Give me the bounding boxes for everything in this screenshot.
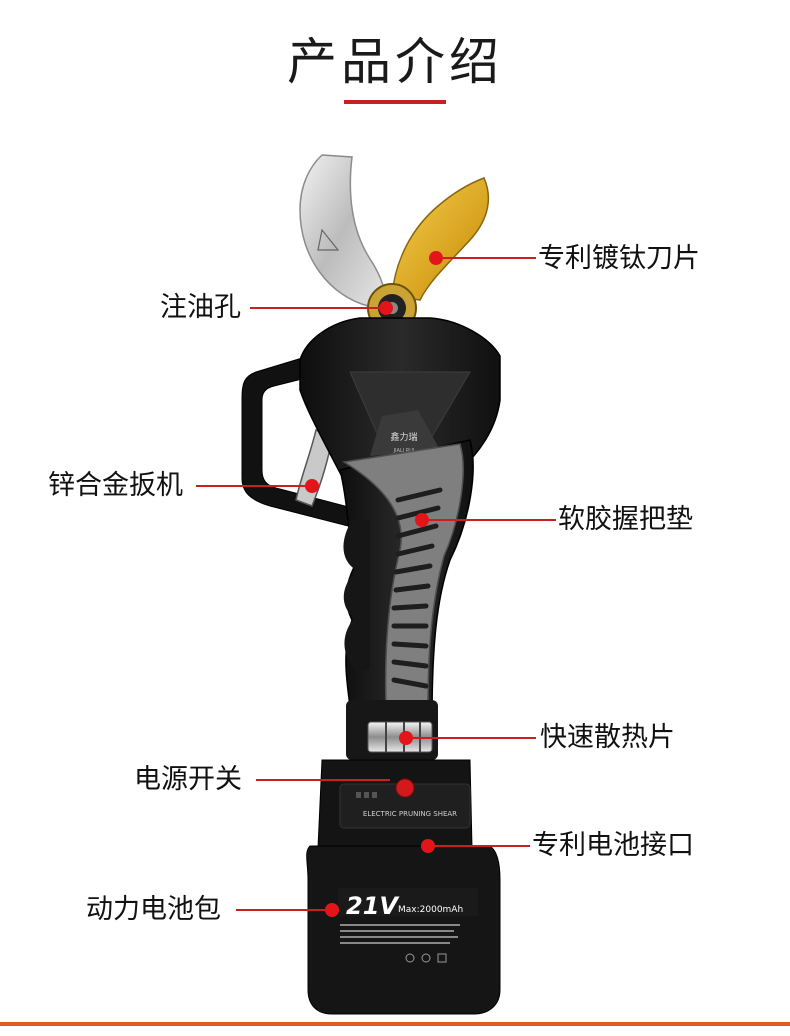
callout-dot-oil-hole <box>379 301 393 315</box>
callout-dot-heat-sink <box>399 731 413 745</box>
callout-label-oil-hole: 注油孔 <box>160 292 241 323</box>
page-title: 产品介绍 <box>287 33 503 91</box>
callout-label-grip-pad: 软胶握把垫 <box>558 504 693 535</box>
callout-dot-grip-pad <box>415 513 429 527</box>
title-underline <box>344 100 446 104</box>
brand-logo: 鑫力瑞 <box>390 431 417 443</box>
panel-label: ELECTRIC PRUNING SHEAR <box>363 810 457 818</box>
battery-capacity: Max:2000mAh <box>398 905 463 915</box>
callout-dot-battery-port <box>421 839 435 853</box>
callout-label-battery-port: 专利电池接口 <box>532 830 694 861</box>
callout-dot-trigger <box>305 479 319 493</box>
callout-label-trigger: 锌合金扳机 <box>48 470 183 501</box>
power-button <box>395 778 415 798</box>
gold-blade <box>391 177 490 301</box>
battery-voltage: 21V <box>346 892 400 920</box>
callout-label-battery-pack: 动力电池包 <box>86 894 221 925</box>
callout-label-power-switch: 电源开关 <box>134 764 242 795</box>
callout-label-heat-sink: 快速散热片 <box>540 722 675 753</box>
silver-blade <box>299 154 387 307</box>
grip-ribs <box>391 487 443 689</box>
bottom-divider <box>0 1022 790 1026</box>
brand-logo-sub: JIALI RUI <box>393 448 415 454</box>
callout-dot-battery-pack <box>325 903 339 917</box>
callout-label-blade: 专利镀钛刀片 <box>538 243 700 274</box>
callout-dot-blade <box>429 251 443 265</box>
